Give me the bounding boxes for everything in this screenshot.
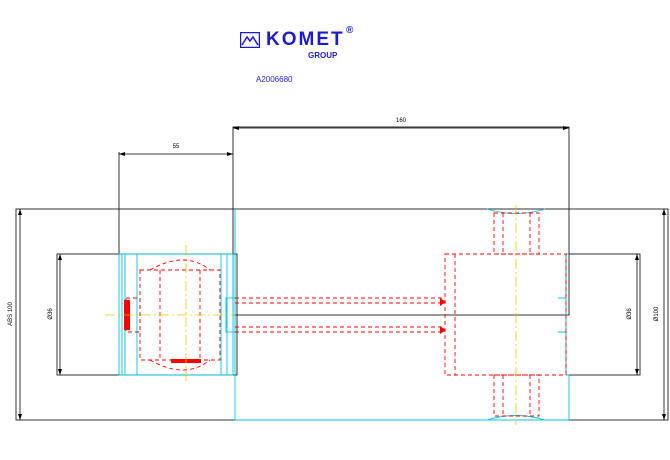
hidden-solid-marks: [124, 298, 446, 363]
dim-text-160: 160: [396, 118, 407, 124]
body-visible: [234, 209, 570, 421]
left-head-top-arc: [149, 259, 211, 271]
bottom-pocket-hidden: [493, 374, 540, 417]
visible-outlines: [118, 208, 570, 421]
bore-arrow-marks: [440, 298, 446, 334]
centerlines: [105, 205, 517, 425]
logo-brand: KOMET: [266, 29, 345, 50]
right-head-hidden: [444, 253, 567, 376]
komet-logo-mark-icon: [240, 32, 260, 48]
logo-registered: ®: [346, 25, 354, 36]
article-code: A2006680: [256, 75, 293, 84]
black-outline: [15, 126, 669, 421]
hidden-lines: [125, 212, 567, 417]
logo-group: GROUP: [308, 51, 338, 60]
left-head-bottom-arc: [149, 359, 211, 371]
abs-frame: [15, 208, 669, 421]
dim-text-36-right: Ø36: [627, 308, 633, 320]
top-pocket-hidden: [493, 212, 540, 255]
left-adapter-visible: [118, 253, 234, 376]
dim-text-36-left: Ø36: [48, 308, 54, 320]
bottom-slot-visible: [486, 415, 546, 421]
left-shank-outline: [56, 253, 238, 376]
komet-logo: KOMET ® GROUP: [238, 25, 368, 66]
dimension-lines: [18, 126, 666, 420]
dim-text-abs: ABS 100: [8, 301, 14, 325]
dim-text-100: Ø100: [654, 306, 660, 321]
body-outline: [232, 126, 570, 316]
dim-text-55: 55: [173, 144, 180, 150]
